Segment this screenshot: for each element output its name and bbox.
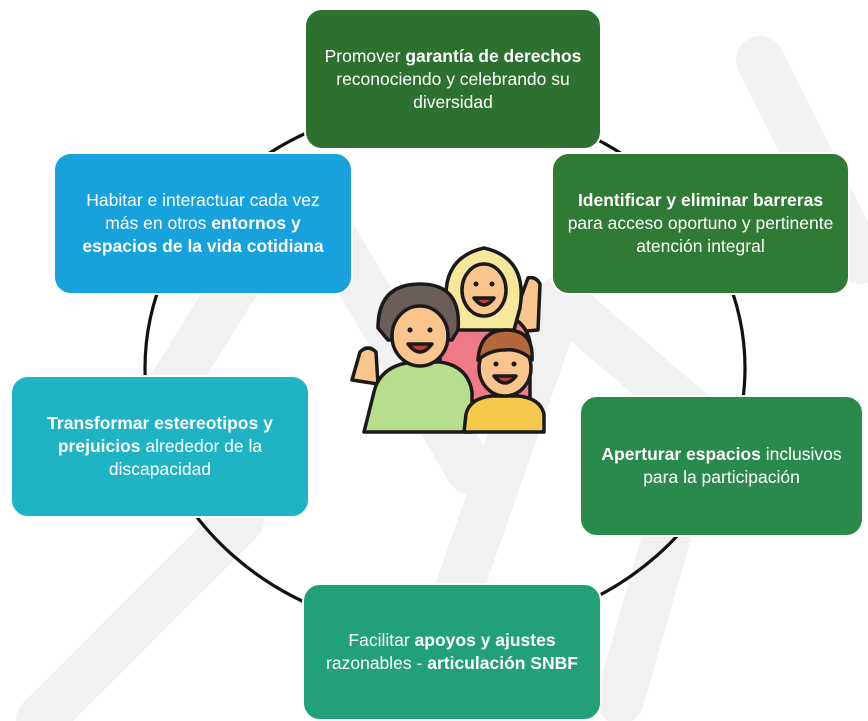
box-rights-text-part: Promover — [324, 45, 406, 66]
man-raised-hand — [350, 346, 380, 386]
box-environments-text: Habitar e interactuar cada vez más en ot… — [69, 189, 337, 258]
box-supports-text-part: apoyos y ajustes — [414, 630, 556, 650]
box-environments-text-part: Habitar e interactuar cada vez más en ot… — [86, 190, 320, 233]
box-supports-text-part: razonables - — [326, 653, 428, 673]
child-body — [462, 394, 546, 434]
box-spaces-text-part: Apertura — [601, 444, 675, 464]
box-stereotypes-text: Transformar estereotipos y prejuicios al… — [26, 412, 294, 481]
man-mouth — [406, 342, 434, 354]
box-rights-text-part: reconociendo y celebrando su diversidad — [336, 68, 570, 112]
box-rights-text: Promover garantía de derechos reconocien… — [320, 45, 586, 114]
child-mouth — [492, 374, 518, 385]
box-rights-text-part: garantía de derechos — [405, 45, 582, 66]
woman-mouth — [472, 296, 496, 307]
box-rights: Promover garantía de derechos reconocien… — [304, 8, 602, 150]
box-environments-text-part: entornos y espacios de la vida cotidiana — [82, 213, 324, 256]
man-face — [390, 304, 450, 368]
box-stereotypes-text-part: Transformar estereotipos y prejuicios — [47, 413, 273, 456]
box-spaces-text-part: r espacios — [674, 444, 761, 464]
box-spaces-text: Aperturar espacios inclusivos para la pa… — [595, 443, 848, 489]
box-environments: Habitar e interactuar cada vez más en ot… — [53, 152, 353, 295]
box-supports-text: Facilitar apoyos y ajustes razonables - … — [318, 629, 586, 675]
box-supports: Facilitar apoyos y ajustes razonables - … — [302, 583, 602, 721]
box-stereotypes: Transformar estereotipos y prejuicios al… — [10, 375, 310, 518]
box-barriers-text: Identificar y eliminar barreras para acc… — [567, 189, 834, 258]
box-barriers-text-part: para acceso oportuno y pertinente atenci… — [567, 213, 834, 256]
box-supports-text-part: articulación SNBF — [427, 653, 578, 673]
box-barriers: Identificar y eliminar barreras para acc… — [551, 152, 850, 295]
box-supports-text-part: Facilitar — [348, 630, 415, 650]
woman-raised-arm — [513, 275, 542, 334]
woman-face — [460, 262, 508, 318]
box-spaces-text-part: inclusivos para la participación — [643, 444, 842, 487]
child-hair — [476, 328, 534, 362]
man-body — [362, 360, 474, 434]
box-barriers-text-part: Identificar y eliminar barreras — [577, 190, 824, 210]
box-stereotypes-text-part: alrededor de la discapacidad — [108, 436, 263, 479]
box-spaces: Aperturar espacios inclusivos para la pa… — [579, 395, 864, 537]
